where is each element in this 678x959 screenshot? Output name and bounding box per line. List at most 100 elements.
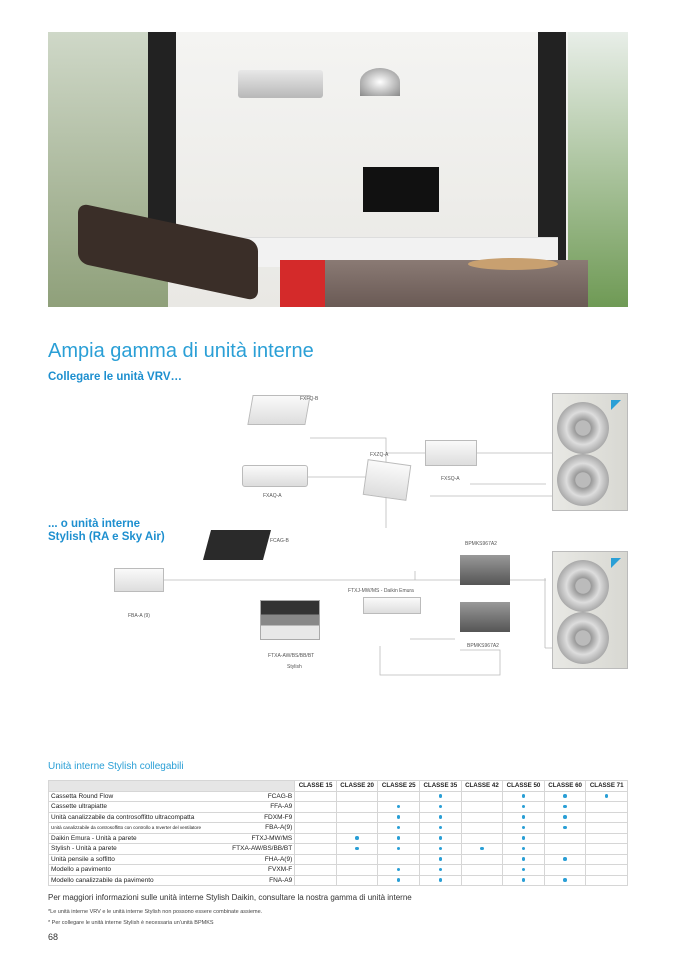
- class-cell: [335, 822, 379, 834]
- class-cell: [460, 822, 504, 834]
- class-cell: [460, 832, 504, 844]
- class-cell: [460, 801, 504, 813]
- row-name: Cassette ultrapiatte: [48, 801, 223, 813]
- class-cell: [419, 874, 462, 886]
- class-cell: [419, 843, 462, 855]
- available-dot: [396, 804, 401, 809]
- available-dot: [563, 815, 567, 819]
- row-model: FBA-A(9): [222, 822, 296, 834]
- label-fxsq: FXSQ-A: [441, 476, 460, 482]
- page-title: Ampia gamma di unità interne: [48, 340, 314, 362]
- class-cell: [460, 843, 504, 855]
- label-ftxj: FTXJ-MW/MS - Daikin Emura: [348, 588, 414, 594]
- class-cell: [502, 811, 545, 823]
- class-cell: [502, 790, 545, 802]
- class-cell: [419, 790, 462, 802]
- available-dot: [604, 794, 609, 798]
- available-dot: [563, 804, 567, 809]
- class-cell: [543, 874, 587, 886]
- available-dot: [396, 815, 401, 819]
- tv: [363, 167, 439, 212]
- row-model: FHA-A(9): [222, 853, 296, 865]
- wall-ac-unit: [238, 70, 323, 98]
- class-cell: [335, 790, 379, 802]
- class-cell: [377, 790, 421, 802]
- class-cell: [585, 832, 628, 844]
- page-number: 68: [48, 932, 59, 942]
- column-header: CLASSE 60: [543, 780, 587, 792]
- row-model: FNA-A9: [222, 874, 296, 886]
- class-cell: [585, 801, 628, 813]
- class-cell: [460, 864, 504, 876]
- available-dot: [438, 878, 443, 882]
- available-dot: [521, 815, 526, 819]
- column-header: CLASSE 15: [294, 780, 337, 792]
- available-dot: [521, 878, 526, 882]
- label-bpmks-top: BPMKS967A2: [465, 541, 497, 547]
- class-cell: [502, 822, 545, 834]
- available-dot: [396, 836, 401, 840]
- vrv-outdoor-unit-top: [552, 393, 628, 511]
- available-dot: [396, 878, 401, 882]
- label-fxzq: FXZQ-A: [370, 452, 389, 458]
- class-cell: [294, 853, 337, 865]
- class-cell: [585, 790, 628, 802]
- available-dot: [521, 857, 526, 861]
- row-name: Daikin Emura - Unità a parete: [48, 832, 223, 844]
- label-stylish: Stylish: [287, 664, 302, 670]
- available-dot: [438, 794, 443, 798]
- class-cell: [419, 801, 462, 813]
- coffee-table: [468, 258, 558, 270]
- class-cell: [585, 874, 628, 886]
- fba-duct-image: [114, 568, 164, 592]
- class-cell: [543, 843, 587, 855]
- row-model: FDXM-F9: [222, 811, 296, 823]
- available-dot: [438, 836, 443, 840]
- row-model: FTXA-AW/BS/BB/BT: [222, 843, 296, 855]
- section-stylish-heading: ... o unità interne Stylish (RA e Sky Ai…: [48, 518, 165, 543]
- available-dot: [396, 867, 401, 872]
- class-cell: [377, 864, 421, 876]
- ftxa-stylish-image: [260, 600, 320, 640]
- row-name: Unità canalizzabile da controsoffitto ul…: [48, 811, 223, 823]
- available-dot: [563, 857, 567, 861]
- row-name: Cassetta Round Flow: [48, 790, 223, 802]
- bpmks-box-bottom: [460, 602, 510, 632]
- row-name: Modello a pavimento: [48, 864, 223, 876]
- curtain-right: [538, 32, 566, 277]
- class-cell: [377, 801, 421, 813]
- class-cell: [502, 832, 545, 844]
- available-dot: [521, 836, 526, 840]
- class-cell: [377, 874, 421, 886]
- vrv-outdoor-unit-bottom: [552, 551, 628, 669]
- available-dot: [438, 825, 443, 830]
- column-header: CLASSE 35: [419, 780, 462, 792]
- column-header: CLASSE 50: [502, 780, 545, 792]
- class-cell: [335, 864, 379, 876]
- class-cell: [294, 801, 337, 813]
- available-dot: [521, 794, 526, 798]
- class-cell: [377, 822, 421, 834]
- class-cell: [335, 874, 379, 886]
- class-cell: [335, 853, 379, 865]
- column-header: CLASSE 42: [460, 780, 504, 792]
- info-text: Per maggiori informazioni sulle unità in…: [48, 893, 412, 902]
- available-dot: [438, 815, 443, 819]
- class-cell: [294, 790, 337, 802]
- class-cell: [377, 811, 421, 823]
- class-cell: [335, 801, 379, 813]
- class-cell: [419, 853, 462, 865]
- class-cell: [335, 843, 379, 855]
- available-dot: [563, 878, 567, 882]
- row-model: FTXJ-MW/MS: [222, 832, 296, 844]
- note-2: * Per collegare le unità interne Stylish…: [48, 920, 214, 926]
- class-cell: [585, 853, 628, 865]
- class-cell: [543, 790, 587, 802]
- label-fba: FBA-A (9): [128, 613, 150, 619]
- available-dot: [521, 804, 526, 809]
